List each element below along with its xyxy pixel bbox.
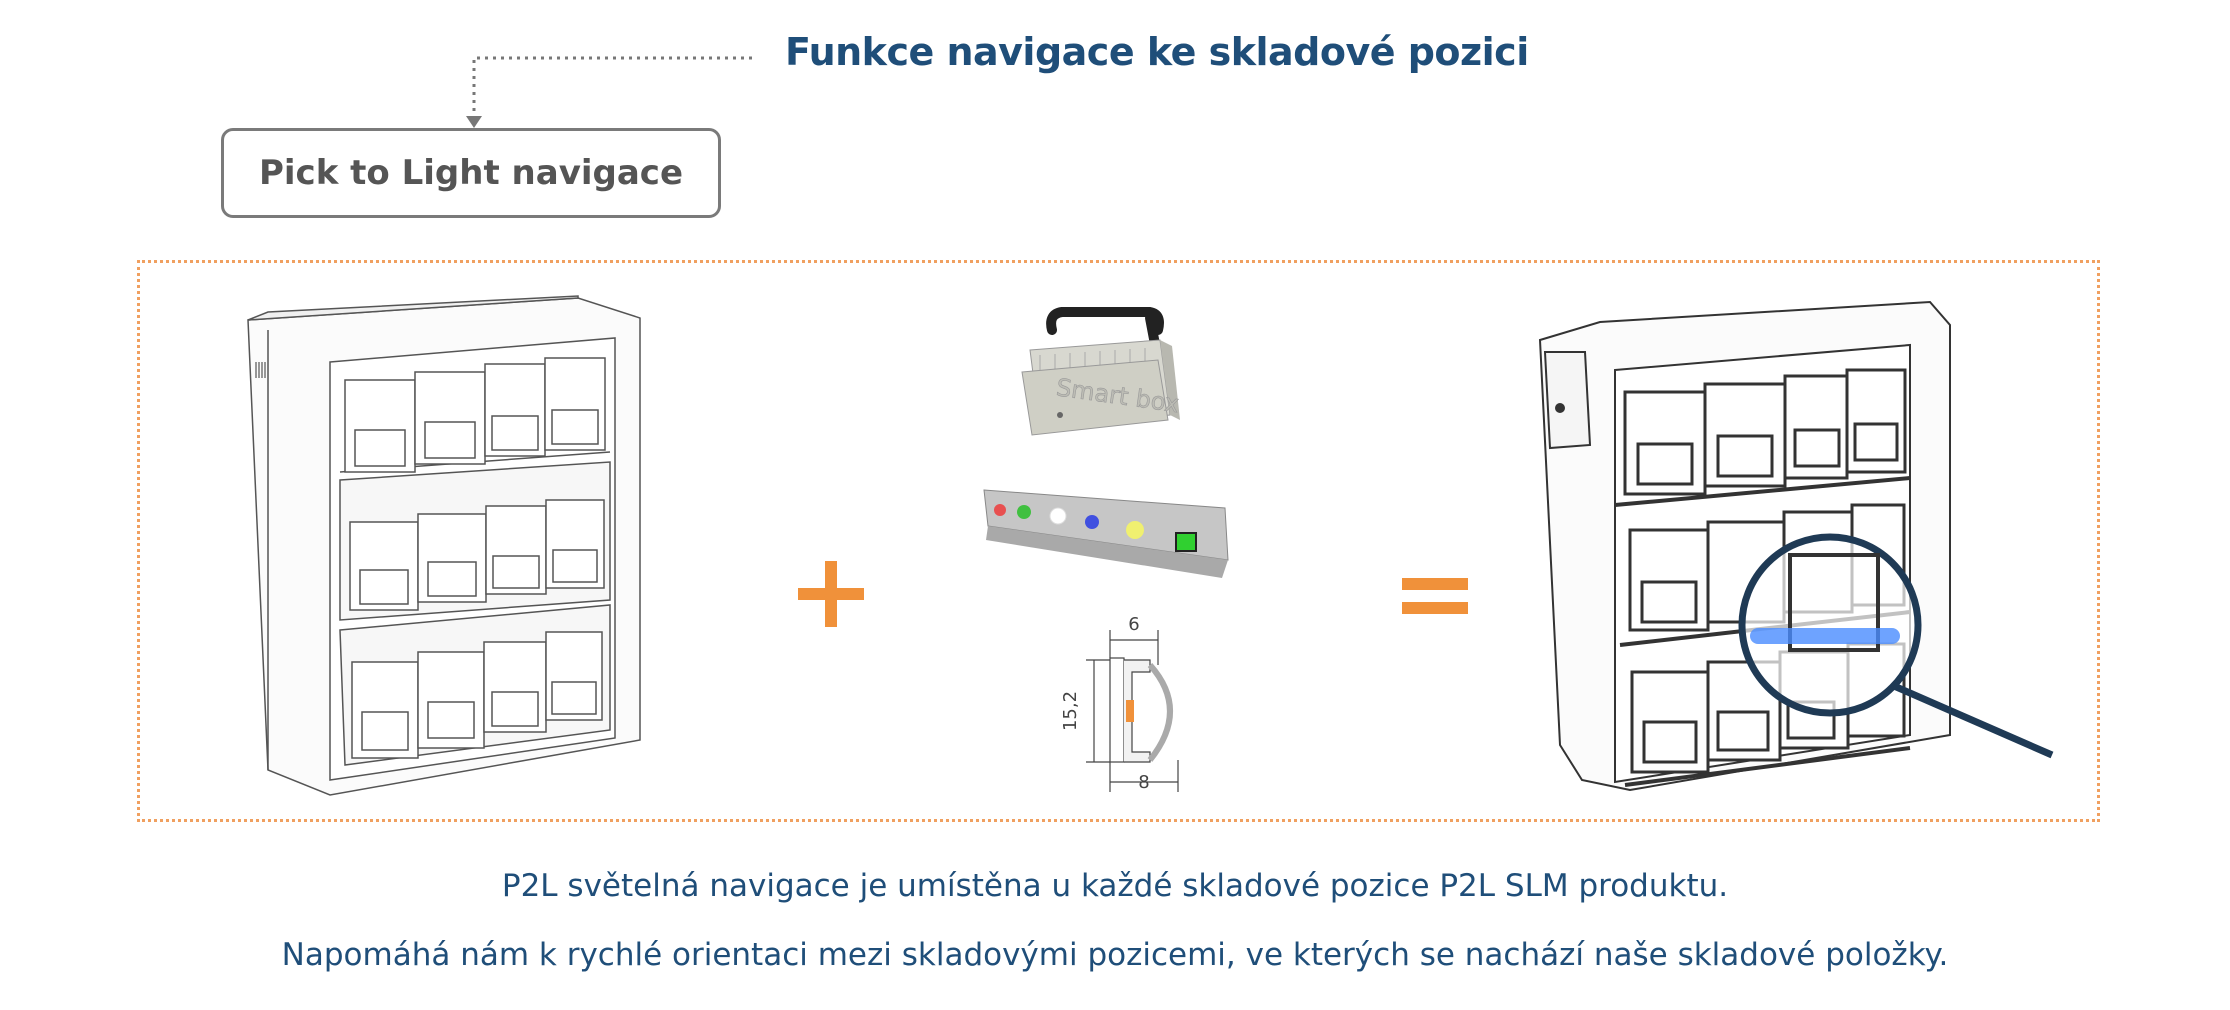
magnifier-icon xyxy=(1738,533,2054,759)
page-title: Funkce navigace ke skladové pozici xyxy=(785,30,1529,74)
caption-line-2: Napomáhá nám k rychlé orientaci mezi skl… xyxy=(281,937,1949,973)
led-module xyxy=(1175,532,1197,552)
pick-to-light-label: Pick to Light navigace xyxy=(258,153,684,193)
shelf-right xyxy=(1538,300,1951,792)
dim-height-label: 15,2 xyxy=(1060,691,1081,731)
led-green xyxy=(1017,505,1031,519)
dim-bottom-label: 8 xyxy=(1138,772,1149,793)
shelf-row-2 xyxy=(339,461,611,621)
led-blue xyxy=(1085,515,1099,529)
led-red xyxy=(994,504,1006,516)
led-strip-icon xyxy=(983,489,1229,578)
connector-arrow xyxy=(466,56,752,128)
diagram-frame xyxy=(137,260,2100,822)
led-white xyxy=(1049,507,1067,525)
equals-icon xyxy=(1402,578,1468,614)
shelf-row-1 xyxy=(1614,368,1911,507)
led-yellow xyxy=(1126,521,1144,539)
profile-drawing xyxy=(1086,630,1179,792)
shelf-row-3 xyxy=(339,604,611,766)
pick-to-light-box: Pick to Light navigace xyxy=(221,128,721,218)
led-glow xyxy=(1750,628,1900,644)
shelf-row-1 xyxy=(339,357,611,473)
shelf-left xyxy=(247,295,641,796)
dim-top-label: 6 xyxy=(1128,614,1139,635)
caption-line-1: P2L světelná navigace je umístěna u každ… xyxy=(501,868,1729,904)
barcode xyxy=(255,362,266,378)
plus-icon xyxy=(798,561,864,627)
smartbox-icon: Smart box xyxy=(1021,307,1181,436)
